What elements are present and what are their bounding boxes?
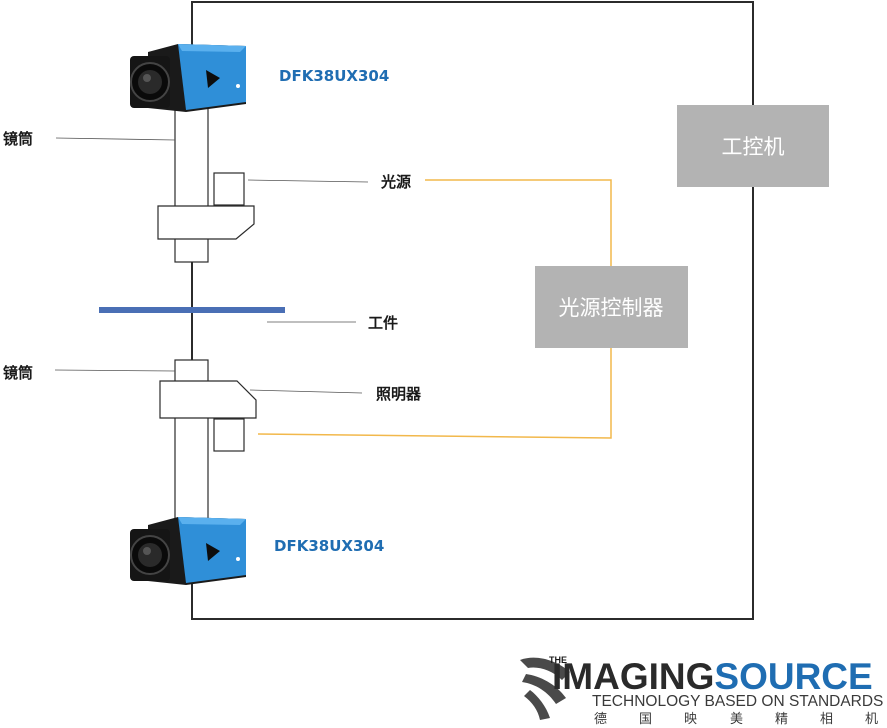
controller-label: 光源控制器: [559, 296, 664, 320]
logo-s-icon: [520, 657, 570, 720]
leader-lens-top: [55, 137, 176, 141]
cable-top: [425, 179, 612, 266]
label-lens-bottom: 镜筒: [3, 364, 33, 382]
computer-label: 工控机: [722, 135, 785, 159]
label-lens-top: 镜筒: [3, 130, 33, 148]
logo-cn-char: 相: [820, 712, 833, 727]
logo-cn-char: 精: [775, 712, 788, 727]
workpiece-bar: [99, 307, 285, 313]
illuminator-bottom: [159, 380, 257, 419]
illuminator-top: [157, 205, 255, 240]
leader-illuminator: [249, 389, 363, 394]
leader-lens-bottom: [54, 369, 176, 372]
logo-tagline: TECHNOLOGY BASED ON STANDARDS: [592, 693, 883, 710]
label-light-source: 光源: [380, 173, 411, 191]
light-source-top: [213, 172, 245, 206]
logo-the: THE: [549, 655, 567, 665]
label-illuminator: 照明器: [376, 385, 422, 403]
logo-imaging: IMAGING: [552, 656, 714, 697]
logo-cn-char: 德: [594, 712, 607, 727]
logo-cn-char: 美: [730, 712, 743, 727]
leader-light-source: [247, 179, 369, 183]
logo-wordmark: IMAGINGSOURCE: [552, 656, 873, 697]
label-workpiece: 工件: [368, 314, 398, 332]
logo-cn-char: 国: [639, 712, 652, 727]
logo-cn-char: 机: [865, 712, 878, 727]
computer-box: [677, 105, 829, 187]
logo-cn-char: 映: [684, 712, 697, 727]
camera-icon: [130, 517, 246, 585]
camera-icon: [130, 44, 246, 112]
controller-box: [535, 266, 688, 348]
camera-model-bottom: DFK38UX304: [274, 537, 384, 555]
light-source-bottom: [213, 418, 245, 452]
logo-cn-row: 德 国 映 美 精 相 机: [594, 712, 878, 727]
logo-source: SOURCE: [714, 656, 872, 697]
cable-bottom: [257, 348, 612, 439]
brand-logo: THE IMAGINGSOURCE TECHNOLOGY BASED ON ST…: [520, 655, 883, 727]
camera-model-top: DFK38UX304: [279, 67, 389, 85]
